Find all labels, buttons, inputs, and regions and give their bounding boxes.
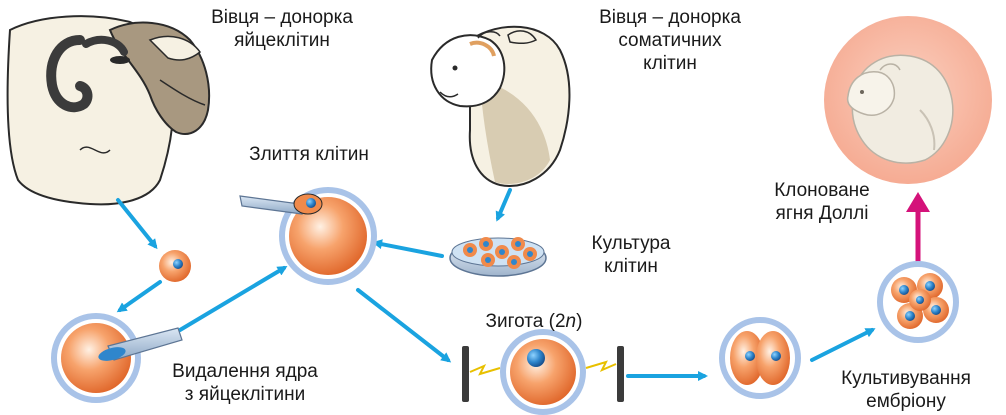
electrode-right bbox=[617, 346, 624, 402]
label-egg-donor: Вівця – донорка яйцеклітин bbox=[182, 6, 382, 52]
label-somatic-donor: Вівця – донорка соматичних клітин bbox=[570, 6, 770, 75]
label-fusion-text: Злиття клітин bbox=[234, 143, 384, 166]
label-culture: Культура клітин bbox=[566, 232, 696, 278]
egg-cell bbox=[159, 250, 191, 282]
label-egg-donor-line2: яйцеклітин bbox=[182, 29, 382, 52]
arrow-donor-to-egg bbox=[118, 200, 155, 246]
label-cultivation: Культивування ембріону bbox=[816, 367, 996, 413]
two-cell-embryo bbox=[722, 320, 798, 396]
electrode-left bbox=[462, 346, 469, 402]
label-zygote-suffix: ) bbox=[576, 311, 582, 332]
label-zygote-n: n bbox=[566, 311, 577, 332]
fusion-cell bbox=[240, 190, 374, 282]
label-cultivation-line2: ембріону bbox=[816, 390, 996, 413]
label-zygote-prefix: Зигота (2 bbox=[486, 311, 566, 332]
somatic-donor-sheep-illustration bbox=[431, 27, 569, 186]
culture-dish bbox=[450, 237, 546, 276]
label-egg-donor-line1: Вівця – донорка bbox=[182, 6, 382, 29]
egg-donor-sheep-illustration bbox=[8, 16, 210, 204]
morula-embryo bbox=[880, 264, 956, 340]
arrow-egg-to-enucleation bbox=[120, 282, 160, 310]
label-cultivation-line1: Культивування bbox=[816, 367, 996, 390]
cloned-lamb-illustration bbox=[824, 16, 992, 184]
arrow-embryo-to-morula bbox=[812, 330, 872, 360]
fusion-pipette bbox=[240, 196, 302, 214]
label-enucleation: Видалення ядра з яйцеклітини bbox=[140, 360, 350, 406]
label-somatic-donor-line3: клітин bbox=[570, 52, 770, 75]
label-somatic-donor-line1: Вівця – донорка bbox=[570, 6, 770, 29]
arrow-enucleation-to-fusion bbox=[180, 268, 284, 330]
arrow-fusion-to-zygote bbox=[358, 290, 448, 360]
label-somatic-donor-line2: соматичних bbox=[570, 29, 770, 52]
label-cloned-lamb: Клоноване ягня Доллі bbox=[757, 179, 887, 225]
label-culture-line2: клітин bbox=[566, 255, 696, 278]
label-cloned-lamb-line2: ягня Доллі bbox=[757, 202, 887, 225]
arrow-somatic-to-dish bbox=[498, 190, 510, 218]
arrow-dish-to-fusion bbox=[376, 243, 442, 256]
label-culture-line1: Культура bbox=[566, 232, 696, 255]
label-fusion: Злиття клітин bbox=[234, 143, 384, 166]
label-enucleation-line2: з яйцеклітини bbox=[140, 383, 350, 406]
arrow-morula-to-lamb bbox=[906, 192, 930, 272]
label-enucleation-line1: Видалення ядра bbox=[140, 360, 350, 383]
label-cloned-lamb-line1: Клоноване bbox=[757, 179, 887, 202]
label-zygote: Зигота (2n) bbox=[464, 310, 604, 333]
zygote bbox=[462, 332, 624, 412]
